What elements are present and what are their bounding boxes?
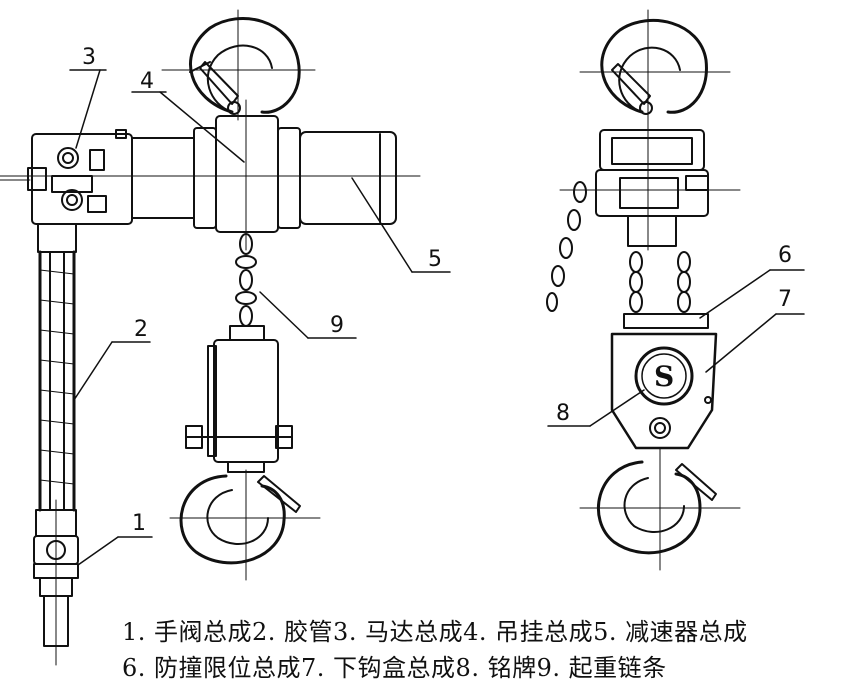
label-6: 6 [778,243,792,268]
label-7: 7 [778,287,792,312]
top-hook-left [161,9,316,121]
top-hook-right [579,9,731,121]
upper-body-right [559,119,741,251]
motor-assembly [0,129,133,225]
nameplate-logo: S [654,360,674,393]
side-chain [546,181,587,312]
legend-line-2: 6. 防撞限位总成7. 下钩盒总成8. 铭牌9. 起重链条 [122,654,667,682]
leaders-right [547,269,805,427]
label-2: 2 [134,317,148,342]
label-9: 9 [330,313,344,338]
label-1: 1 [132,511,146,536]
leaders-left [69,69,451,566]
legend-line-1: 1. 手阀总成2. 胶管3. 马达总成4. 吊挂总成5. 减速器总成 [122,618,748,646]
hand-valve [33,499,79,666]
bottom-hook-right [579,455,741,571]
twin-chains [629,251,691,313]
left-view [0,9,451,666]
right-view [546,9,805,571]
number-labels: 3 4 5 2 1 9 6 7 8 S [82,45,792,536]
hose [37,223,77,512]
lower-block-right [610,313,718,471]
label-5: 5 [428,247,442,272]
label-8: 8 [556,401,570,426]
nameplate [634,346,694,406]
bottom-hook-left [169,469,321,581]
label-4: 4 [140,69,154,94]
label-3: 3 [82,45,96,70]
main-body [0,99,421,251]
lower-block-left [185,325,293,473]
